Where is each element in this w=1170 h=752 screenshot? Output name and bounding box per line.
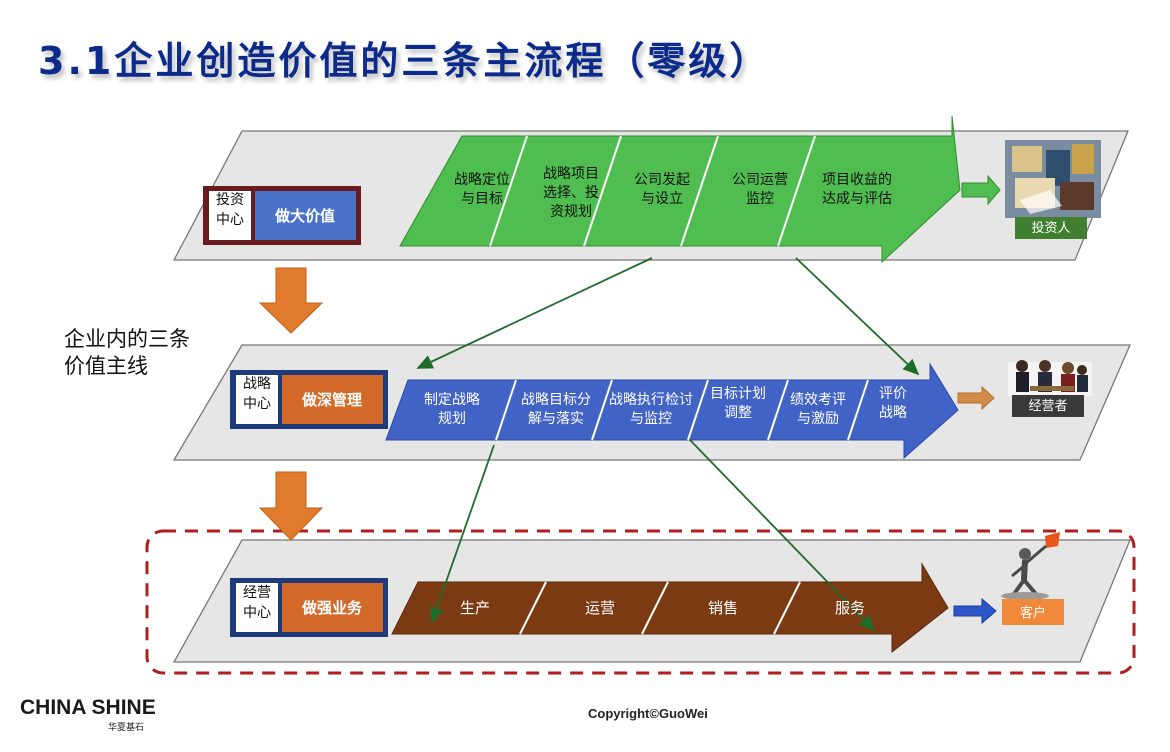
manager-picture <box>1008 360 1092 396</box>
lane3-step-3: 销售 <box>708 599 738 617</box>
lane3-step-separators <box>519 581 801 635</box>
lane3-stakeholder-label: 客户 <box>1020 605 1046 621</box>
side-label: 企业内的三条价值主线 <box>64 327 190 378</box>
lane1-band <box>399 115 961 264</box>
lane2-output-arrow <box>957 385 995 411</box>
lane3-output-arrow <box>953 597 997 625</box>
lane3-step-2: 运营 <box>585 599 615 617</box>
lane1-step-separators <box>489 135 816 247</box>
down-arrow-1 <box>258 267 324 334</box>
lane2-action-label: 做深管理 <box>301 391 362 409</box>
customer-label-box <box>1002 599 1064 625</box>
copyright-notice: Copyright©GuoWei <box>588 706 708 721</box>
highlight-frame <box>145 529 1136 675</box>
lane3-action-label: 做强业务 <box>301 599 363 617</box>
lane2-step-4: 目标计划调整 <box>710 386 766 421</box>
lane1-output-arrow <box>961 174 1001 206</box>
investor-picture <box>1005 140 1101 218</box>
center-box-investment <box>203 186 361 245</box>
lane3-band <box>391 562 949 654</box>
lane1-step-3: 公司发起与设立 <box>634 172 690 207</box>
company-logo-subtitle: 华夏基石 <box>108 723 145 733</box>
lane1-action-label: 做大价值 <box>274 207 335 225</box>
lane1-step-2: 战略项目选择、投资规划 <box>543 166 599 220</box>
lane1-step-1: 战略定位与目标 <box>454 172 510 207</box>
lane2-center-label: 战略中心 <box>243 376 271 412</box>
lane2-step-6: 评价战略 <box>879 386 907 421</box>
manager-label-box <box>1012 395 1084 417</box>
lane3-step-1: 生产 <box>460 599 490 617</box>
lane1-step-5: 项目收益的达成与评估 <box>822 172 892 207</box>
lane2-step-5: 绩效考评与激励 <box>790 392 846 427</box>
lane1-step-4: 公司运营监控 <box>732 172 788 207</box>
cross-links <box>416 257 920 632</box>
slide-title: 3.1企业创造价值的三条主流程（零级） <box>38 39 771 83</box>
company-logo: CHINA SHINE <box>20 696 156 719</box>
lane1-center-label: 投资中心 <box>216 192 244 228</box>
lane2-step-2: 战略目标分解与落实 <box>521 392 591 427</box>
center-box-strategy <box>230 370 388 429</box>
lane3-step-4: 服务 <box>835 599 865 617</box>
lane2-stakeholder-label: 经营者 <box>1028 399 1067 414</box>
lane2-step-3: 战略执行检讨与监控 <box>609 392 693 427</box>
down-arrow-2 <box>258 471 324 541</box>
investor-label-box <box>1015 217 1087 239</box>
lane1-stakeholder-label: 投资人 <box>1031 220 1070 236</box>
customer-picture <box>1001 532 1060 600</box>
center-box-operation <box>230 578 388 637</box>
lane2-step-1: 制定战略规划 <box>424 392 480 427</box>
lane3-center-label: 经营中心 <box>243 585 271 621</box>
lane2-band <box>385 362 959 460</box>
lane2-step-separators <box>495 379 869 441</box>
